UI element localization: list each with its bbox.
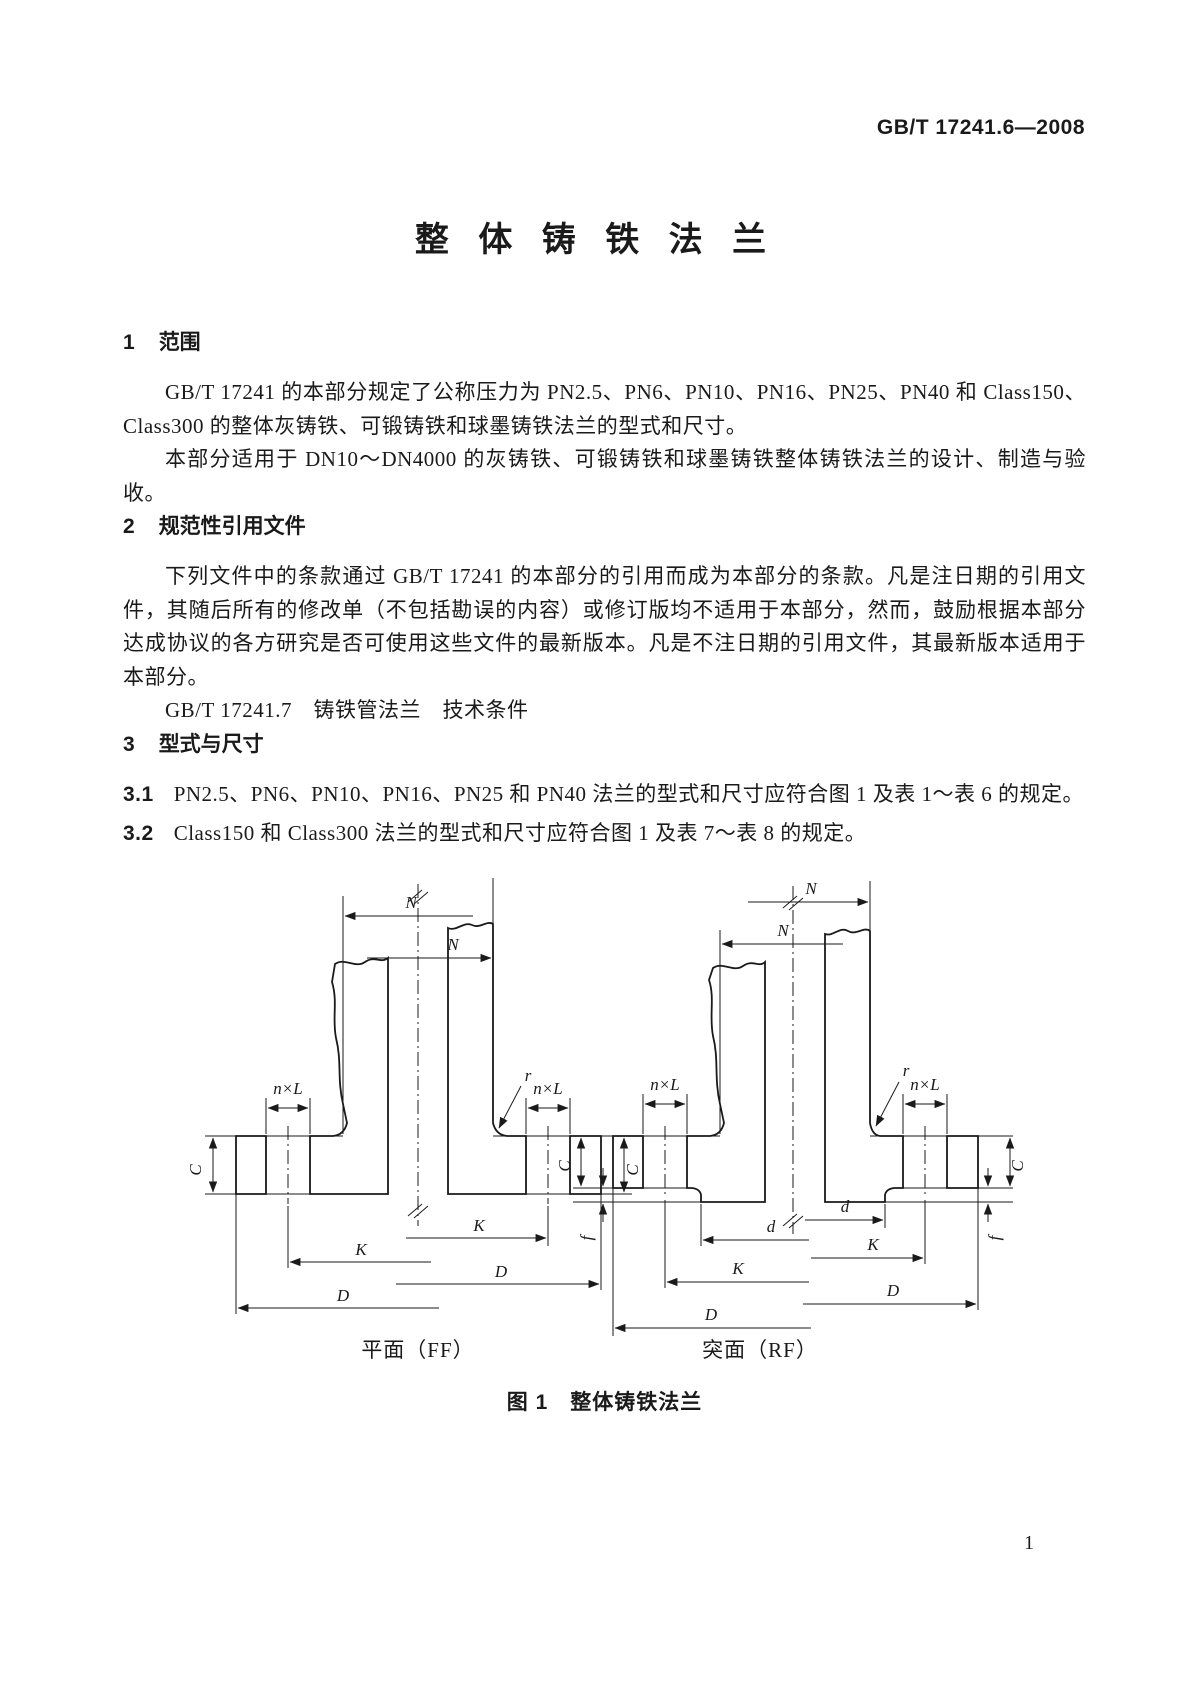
- rf-caption: 突面（RF）: [702, 1338, 818, 1362]
- dim-label-nxL: n×L: [273, 1079, 302, 1098]
- rf-dimension-lines: [576, 897, 1015, 1333]
- standard-code: GB/T 17241.6—2008: [876, 116, 1085, 139]
- section2-heading: 2 规范性引用文件: [123, 510, 1086, 540]
- section3-number: 3: [123, 732, 135, 756]
- page-title: 整 体 铸 铁 法 兰: [414, 221, 777, 259]
- ff-caption: 平面（FF）: [361, 1338, 475, 1362]
- section2-paragraph-1: 下列文件中的条款通过 GB/T 17241 的本部分的引用而成为本部分的条款。凡…: [123, 564, 1086, 689]
- ff-extension-lines: [235, 878, 602, 1314]
- dim-label-r: r: [525, 1066, 532, 1085]
- dim-label-d: d: [767, 1217, 776, 1236]
- rf-centerlines: [664, 886, 926, 1234]
- dim-label-K: K: [354, 1240, 368, 1259]
- clause-3-1-text: PN2.5、PN6、PN10、PN16、PN25 和 PN40 法兰的型式和尺寸…: [173, 781, 1085, 806]
- dim-label-f: f: [577, 1233, 596, 1240]
- ff-flange-drawing: N N n×L n×L r C C K K D D: [186, 878, 642, 1314]
- clause-3-2-number: 3.2: [123, 822, 154, 845]
- dim-label-C: C: [186, 1164, 205, 1176]
- dim-label-C: C: [555, 1160, 574, 1172]
- dim-label-f: f: [985, 1233, 1004, 1240]
- dim-label-N: N: [804, 879, 818, 898]
- dim-label-C: C: [623, 1164, 642, 1176]
- section1-paragraph-1: GB/T 17241 的本部分规定了公称压力为 PN2.5、PN6、PN10、P…: [123, 380, 1086, 438]
- section1-heading: 1 范围: [123, 326, 1086, 356]
- section3-heading: 3 型式与尺寸: [123, 728, 1086, 758]
- dim-label-nxL: n×L: [650, 1075, 679, 1094]
- rf-face-lines: [573, 1135, 1013, 1203]
- clause-3-2-text: Class150 和 Class300 法兰的型式和尺寸应符合图 1 及表 7～…: [173, 821, 867, 845]
- rf-extension-lines: [612, 881, 979, 1336]
- document-body: 1 范围 GB/T 17241 的本部分规定了公称压力为 PN2.5、PN6、PN…: [123, 326, 1086, 857]
- clause-3-2: 3.2 Class150 和 Class300 法兰的型式和尺寸应符合图 1 及表…: [123, 817, 1086, 851]
- dim-label-D: D: [886, 1281, 900, 1300]
- dim-label-N: N: [446, 935, 460, 954]
- figure-caption: 图 1 整体铸铁法兰: [506, 1391, 703, 1414]
- dim-label-N: N: [776, 921, 790, 940]
- dim-label-D: D: [336, 1286, 350, 1305]
- dim-label-nxL: n×L: [533, 1079, 562, 1098]
- dim-label-D: D: [494, 1262, 508, 1281]
- rf-dimension-labels: N N n×L n×L r C C f f d d K K D D: [555, 879, 1027, 1324]
- dim-label-d: d: [841, 1197, 850, 1216]
- dim-label-nxL: n×L: [910, 1075, 939, 1094]
- dim-label-K: K: [472, 1216, 486, 1235]
- clause-3-1: 3.1 PN2.5、PN6、PN10、PN16、PN25 和 PN40 法兰的型式…: [123, 778, 1086, 812]
- ff-centerlines: [287, 884, 549, 1226]
- dim-label-K: K: [731, 1259, 745, 1278]
- section1-number: 1: [123, 331, 135, 354]
- section1-paragraph-2: 本部分适用于 DN10～DN4000 的灰铸铁、可锻铸铁和球墨铸铁整体铸铁法兰的…: [123, 447, 1086, 505]
- dim-label-D: D: [704, 1305, 718, 1324]
- dim-label-C: C: [1008, 1160, 1027, 1172]
- rf-hatched-sections: [612, 928, 979, 1203]
- section2-reference: GB/T 17241.7 铸铁管法兰 技术条件: [165, 698, 529, 722]
- section2-number: 2: [123, 515, 135, 538]
- rf-flange-drawing: N N n×L n×L r C C f f d d K K D D: [555, 879, 1027, 1336]
- clause-3-1-number: 3.1: [123, 782, 154, 806]
- figure-1: N N n×L n×L r C C K K D D: [123, 836, 1086, 1436]
- dim-label-r: r: [903, 1061, 910, 1080]
- dim-label-K: K: [866, 1235, 880, 1254]
- section2-title: 规范性引用文件: [158, 515, 306, 538]
- section1-title: 范围: [158, 331, 201, 354]
- page-number: 1: [1024, 1532, 1034, 1554]
- ff-dimension-labels: N N n×L n×L r C C K K D D: [186, 893, 642, 1305]
- section3-title: 型式与尺寸: [158, 732, 264, 756]
- dim-label-N: N: [404, 893, 418, 912]
